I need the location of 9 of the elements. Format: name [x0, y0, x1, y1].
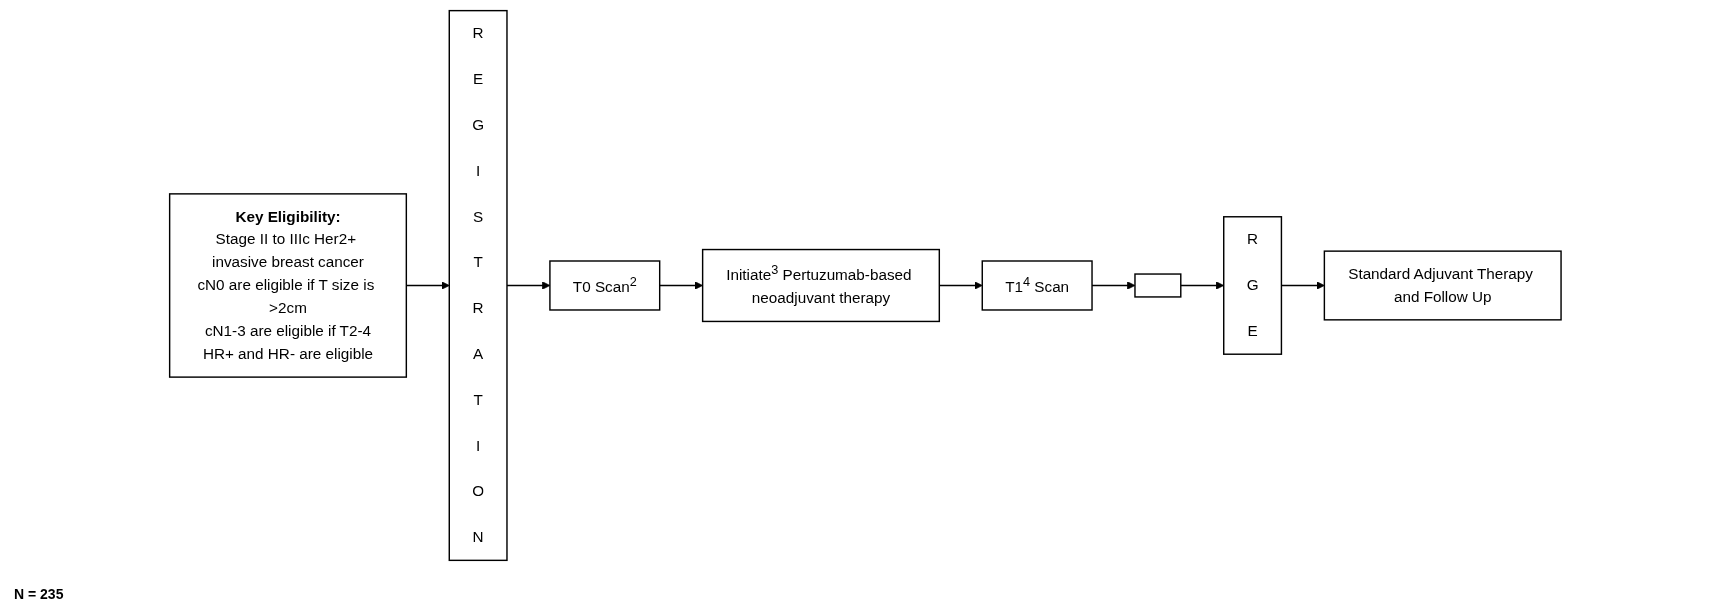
node-box: Key Eligibility: Stage II to IIIc Her2+ invasive breast cancer cN0 are eligible if T size is >2cm cN1-3 are eligible if T2-4 HR+ and HR- are eligible: [168, 192, 407, 378]
node-box: Standard Adjuvant Therapy and Follow Up: [1323, 249, 1562, 321]
sample-size-note: N = 235: [14, 586, 64, 602]
node-box: T1$^{4}$ Scan: [981, 259, 1093, 311]
node-box: Initiate$^{3}$ Pertuzumab-based neoadjuvant therapy: [701, 248, 940, 322]
node-box: [1133, 272, 1182, 298]
node-box: REGISTRATION: [448, 9, 508, 561]
node-box: RGE: [1222, 215, 1282, 355]
node-box: T0 Scan$^{2}$: [548, 259, 661, 311]
